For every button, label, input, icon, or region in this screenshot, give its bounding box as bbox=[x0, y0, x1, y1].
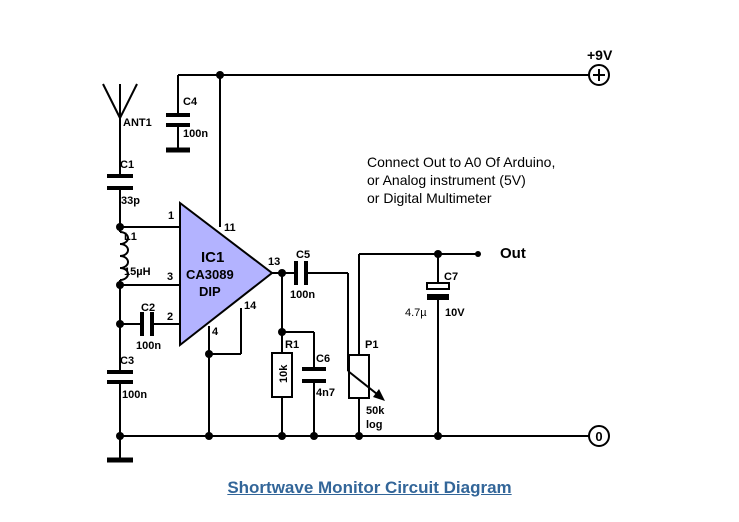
ic-package: DIP bbox=[199, 284, 221, 299]
r1-resistor bbox=[271, 352, 293, 398]
c2-ref: C2 bbox=[141, 302, 155, 314]
c1-value: 33p bbox=[121, 195, 140, 207]
c7-plate-negative bbox=[427, 294, 449, 300]
ic-pin-14: 14 bbox=[244, 300, 257, 312]
c3-value: 100n bbox=[122, 389, 147, 401]
c7-plate-positive bbox=[426, 282, 450, 290]
p1-potentiometer bbox=[348, 354, 370, 399]
l1-ref: L1 bbox=[124, 231, 137, 243]
c4-ref: C4 bbox=[183, 96, 198, 108]
p1-arrowhead bbox=[373, 389, 385, 401]
ic1-triangle bbox=[179, 200, 274, 348]
ic-pin-1: 1 bbox=[168, 210, 174, 222]
supply-plus-label: +9V bbox=[587, 47, 613, 63]
c6-value: 4n7 bbox=[316, 387, 335, 399]
c7-ref: C7 bbox=[444, 271, 458, 283]
l1-value: 15µH bbox=[124, 266, 151, 278]
output-label: Out bbox=[500, 245, 526, 262]
c1-ref: C1 bbox=[120, 159, 134, 171]
supply-ground-label: 0 bbox=[595, 429, 602, 444]
p1-ref: P1 bbox=[365, 339, 378, 351]
c3-ref: C3 bbox=[120, 355, 134, 367]
ic-pin-2: 2 bbox=[167, 311, 173, 323]
ic-pin-3: 3 bbox=[167, 271, 173, 283]
wires bbox=[119, 74, 589, 458]
c5-value: 100n bbox=[290, 289, 315, 301]
ic-pin-13: 13 bbox=[268, 256, 280, 268]
c2-value: 100n bbox=[136, 340, 161, 352]
ic-part: CA3089 bbox=[186, 267, 234, 282]
c5-ref: C5 bbox=[296, 249, 310, 261]
ic-pin-11: 11 bbox=[224, 222, 236, 234]
ic-pin-4: 4 bbox=[212, 326, 219, 338]
antenna-symbol bbox=[102, 83, 138, 119]
c4-value: 100n bbox=[183, 128, 208, 140]
p1-taper: log bbox=[366, 419, 383, 431]
ant1-ref: ANT1 bbox=[123, 117, 152, 129]
r1-value: 10k bbox=[278, 364, 290, 383]
note-line-2: or Analog instrument (5V) bbox=[367, 172, 526, 188]
c7-value: 4.7µ bbox=[405, 307, 427, 319]
note-line-3: or Digital Multimeter bbox=[367, 190, 492, 206]
note-line-1: Connect Out to A0 Of Arduino, bbox=[367, 154, 555, 170]
l1-inductor-symbol bbox=[119, 231, 129, 281]
junction-dots bbox=[116, 71, 481, 440]
p1-value: 50k bbox=[366, 405, 385, 417]
c7-voltage: 10V bbox=[445, 307, 465, 319]
supply-terminal-ground bbox=[588, 425, 610, 447]
ic-name: IC1 bbox=[201, 249, 224, 266]
diagram-caption: Shortwave Monitor Circuit Diagram bbox=[227, 478, 512, 497]
c6-ref: C6 bbox=[316, 353, 330, 365]
r1-ref: R1 bbox=[285, 339, 299, 351]
